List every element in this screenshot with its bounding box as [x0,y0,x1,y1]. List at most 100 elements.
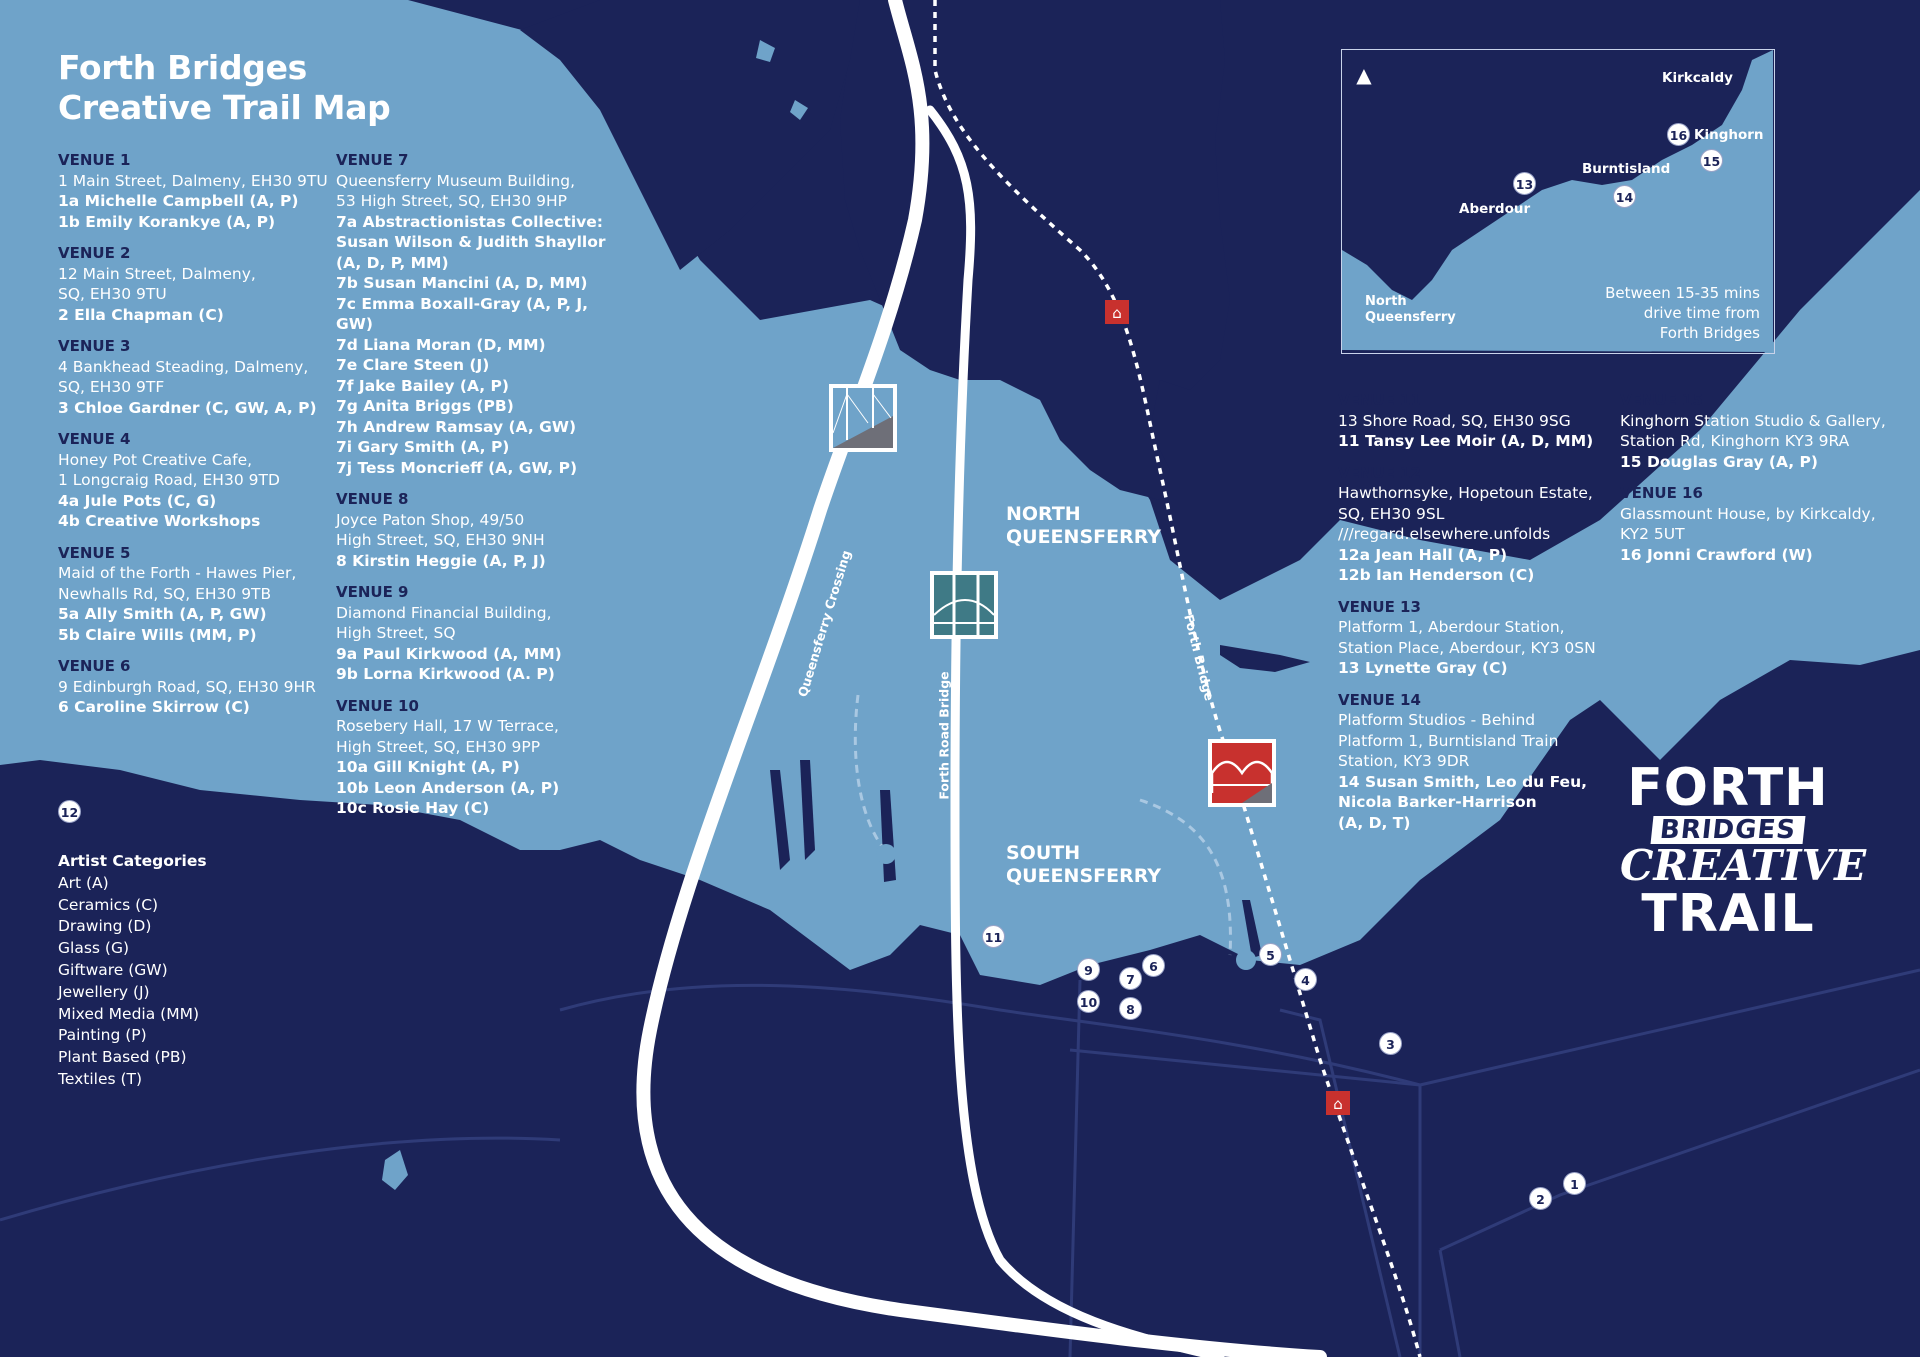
venue-marker-15[interactable]: 15 [1700,149,1723,172]
venue-artist-line: 5a Ally Smith (A, P, GW) [58,605,267,623]
venue-artist-line: 14 Susan Smith, Leo du Feu, [1338,772,1587,791]
railway-station-glyph: ⌂ [1112,304,1122,322]
venue-address-line: Honey Pot Creative Cafe, [58,450,253,469]
venue-artist-line: 3 Chloe Gardner (C, GW, A, P) [58,398,317,417]
venue-artist-line: 4b Creative Workshops [58,512,261,530]
cantilever-bridge-icon [1210,743,1274,803]
island [382,1150,408,1190]
railway-station-glyph: ⌂ [1333,1095,1343,1113]
north-queensferry-label: NORTH QUEENSFERRY [1006,503,1161,549]
venue-heading: VENUE 1 [58,151,131,169]
venue-address-line: Rosebery Hall, 17 W Terrace, [336,717,559,735]
inset-label-kinghorn: Kinghorn [1694,127,1764,143]
venue-address-line: Station Place, Aberdour, KY3 0SN [1338,638,1596,657]
inset-label-kirkcaldy: Kirkcaldy [1662,70,1733,86]
venue-artist-line: 7h Andrew Ramsay (A, GW) [336,417,577,436]
venue-artist-line: 8 Kirstin Heggie (A, P, J) [336,551,546,570]
venue-address-line: Newhalls Rd, SQ, EH30 9TB [58,584,272,603]
venue-marker-10[interactable]: 10 [1077,990,1100,1013]
island [1220,645,1310,672]
place-line: QUEENSFERRY [1006,865,1162,887]
venue-heading: VENUE 15 [1620,391,1703,409]
category-item: Ceramics (C) [58,895,159,914]
venue-address-line: Kinghorn Station Studio & Gallery, [1620,411,1886,430]
inset-drive-time-note: Between 15-35 mins drive time from Forth… [1540,283,1760,343]
venue-marker-4[interactable]: 4 [1294,968,1317,991]
venue-marker-14[interactable]: 14 [1613,185,1636,208]
queensferry-crossing-road [636,0,1327,1357]
venue-artist-line: 7f Jake Bailey (A, P) [336,376,509,395]
categories-heading: Artist Categories [58,852,207,870]
venue-artist-line: Nicola Barker-Harrison [1338,793,1537,811]
category-item: Painting (P) [58,1026,147,1045]
venue-artist-line: 5b Claire Wills (MM, P) [58,625,257,644]
note-line: drive time from [1643,304,1760,322]
venue-heading: VENUE 8 [336,490,409,508]
venue-marker-11[interactable]: 11 [982,925,1005,948]
venue-marker-7[interactable]: 7 [1119,967,1142,990]
forth-road-bridge-label: Forth Road Bridge [936,671,952,800]
north-arrow-icon: ▲ [1356,63,1372,87]
venue-artist-line: 12b Ian Henderson (C) [1338,566,1535,584]
north-shore-land [520,0,860,270]
venue-address-line: Station Rd, Kinghorn KY3 9RA [1620,432,1850,450]
venue-heading: VENUE 11 [1338,391,1421,409]
venue-marker-1[interactable]: 1 [1563,1172,1586,1195]
venue-artist-line: 7i Gary Smith (A, P) [336,438,510,456]
venue-address-line: ///regard.elsewhere.unfolds [1338,525,1551,543]
forth-bridge-railway [933,0,1422,1357]
venue-artist-line: (A, D, T) [1338,813,1411,832]
inset-label-north-queensferry: North Queensferry [1365,294,1456,326]
category-item: Glass (G) [58,939,129,958]
cable-stay-bridge-icon [832,388,893,448]
venue-marker-3[interactable]: 3 [1379,1032,1402,1055]
category-item: Mixed Media (MM) [58,1004,199,1023]
venue-marker-8[interactable]: 8 [1119,997,1142,1020]
venue-marker-16[interactable]: 16 [1667,123,1690,146]
venue-artist-line: 11 Tansy Lee Moir (A, D, MM) [1338,432,1594,450]
venue-artist-line: 13 Lynette Gray (C) [1338,659,1508,677]
venue-artist-line: 7d Liana Moran (D, MM) [336,335,546,354]
category-item: Giftware (GW) [58,960,168,979]
pier-icon [1236,950,1256,970]
inset-label-aberdour: Aberdour [1459,201,1531,217]
island [756,40,775,62]
place-line: QUEENSFERRY [1006,526,1162,548]
venue-address-line: KY2 5UT [1620,525,1685,543]
venue-heading: VENUE 5 [58,543,131,562]
venue-artist-line: 15 Douglas Gray (A, P) [1620,452,1818,471]
venue-artist-line: 7g Anita Briggs (PB) [336,397,514,415]
ferry-route [853,694,887,851]
venue-marker-5[interactable]: 5 [1259,943,1282,966]
pier [1242,900,1262,958]
venue-artist-line: 1a Michelle Campbell (A, P) [58,192,299,210]
venue-address-line: SQ, EH30 9TF [58,378,165,396]
venue-address-line: Joyce Paton Shop, 49/50 [336,510,525,529]
venue-marker-12[interactable]: 12 [58,800,81,823]
venue-address-line: Platform 1, Burntisland Train [1338,731,1559,750]
venue-marker-2[interactable]: 2 [1529,1187,1552,1210]
venue-marker-13[interactable]: 13 [1513,172,1536,195]
venue-heading: VENUE 9 [336,583,409,601]
inset-map: ▲ Kirkcaldy Kinghorn Burntisland Aberdou… [1341,49,1775,354]
title-line-1: Forth Bridges [58,48,308,87]
inset-label-burntisland: Burntisland [1582,161,1671,177]
venue-artist-line: 10a Gill Knight (A, P) [336,758,520,776]
venue-artist-line: 7j Tess Moncrieff (A, GW, P) [336,458,578,477]
venue-marker-9[interactable]: 9 [1077,958,1100,981]
category-item: Plant Based (PB) [58,1048,187,1067]
place-line: SOUTH [1006,842,1081,864]
forth-road-bridge-icon [930,571,998,639]
venue-artist-line: 12a Jean Hall (A, P) [1338,545,1508,564]
venue-heading: VENUE 3 [58,337,131,355]
venue-marker-6[interactable]: 6 [1142,954,1165,977]
inset-label-line: Queensferry [1365,310,1456,325]
